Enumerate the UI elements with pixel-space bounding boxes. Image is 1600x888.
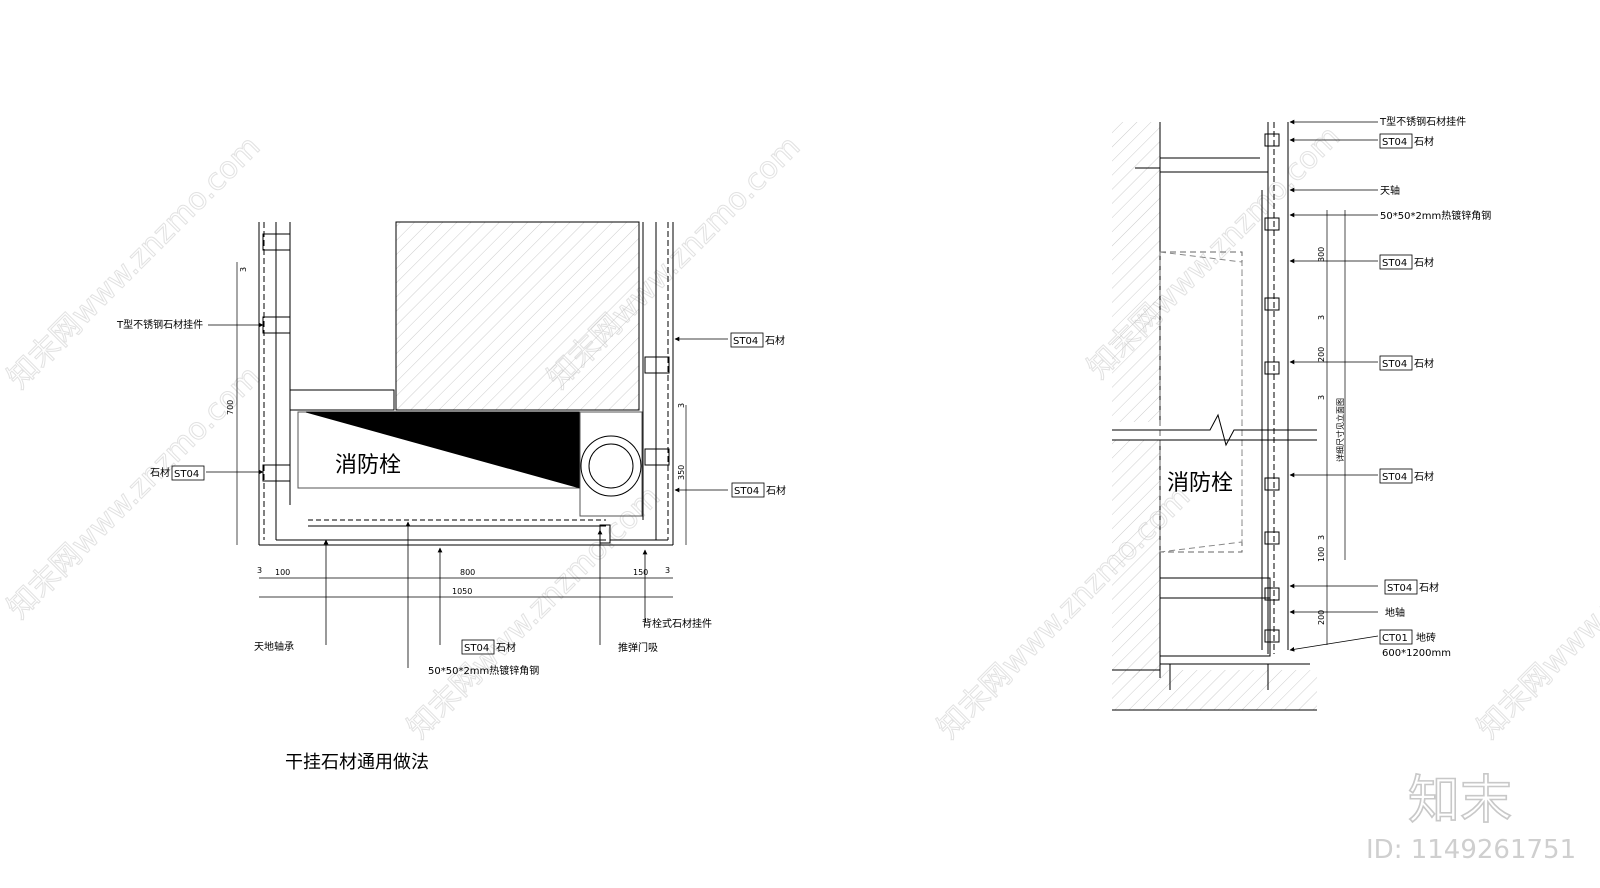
label-stone-r1: 石材 <box>765 334 785 347</box>
sdim-300: 300 <box>1317 247 1326 262</box>
s-tag-box-5 <box>1384 579 1418 595</box>
watermark-3: 知末网www.znzmo.com <box>1 359 267 625</box>
tag-st04-r1: ST04 <box>733 336 758 347</box>
watermark-layer: 知末网www.znzmo.com 知末网www.znzmo.com 知末网www… <box>0 119 1600 746</box>
sdim-3b: 3 <box>1317 395 1326 400</box>
label-stone-r2: 石材 <box>766 484 786 497</box>
tag-box-r1 <box>730 332 764 348</box>
plan-leaders <box>206 322 728 668</box>
s-tag-ct01: CT01 <box>1382 633 1408 644</box>
brand-block: 知末 ID: 1149261751 <box>1366 770 1576 865</box>
dim-700: 700 <box>226 400 235 415</box>
sdim-200: 200 <box>1317 347 1326 362</box>
dim-b100: 100 <box>275 568 290 577</box>
label-stone-left: 石材 <box>150 466 170 479</box>
dim-350: 350 <box>677 465 686 480</box>
dim-b3r: 3 <box>665 566 670 575</box>
s-label-stone-4: 石材 <box>1414 470 1434 483</box>
section-dimensions <box>1326 210 1346 645</box>
s-tag-st04-3: ST04 <box>1382 359 1407 370</box>
s-tag-box-3 <box>1379 355 1413 371</box>
tag-st04-bottom: ST04 <box>464 643 489 654</box>
see-elevation-note: 详细尺寸见立面图 <box>1335 398 1345 462</box>
label-t-clip: T型不锈钢石材挂件 <box>116 318 203 331</box>
brand-logo: 知末 <box>1408 771 1512 831</box>
sdim-100: 100 <box>1317 547 1326 562</box>
wall-hatch-block <box>395 221 640 411</box>
watermark-1: 知末网www.znzmo.com <box>1 129 267 395</box>
section-leaders <box>1289 119 1379 652</box>
label-door-stopper: 推弹门吸 <box>618 641 658 654</box>
watermark-7: 知末网www.znzmo.com <box>1471 479 1600 745</box>
section-wall-hatch-top <box>1112 122 1160 422</box>
plan-dimensions <box>236 262 687 598</box>
sdim-200b: 200 <box>1317 610 1326 625</box>
plan-title: 干挂石材通用做法 <box>285 752 429 773</box>
section-detail <box>1112 122 1317 711</box>
dim-b800: 800 <box>460 568 475 577</box>
s-tag-st04-5: ST04 <box>1387 583 1412 594</box>
dim-b150: 150 <box>633 568 648 577</box>
sdim-3a: 3 <box>1317 315 1326 320</box>
dim-b1050: 1050 <box>452 587 472 596</box>
plan-detail <box>258 221 674 546</box>
tag-st04-r2: ST04 <box>734 486 759 497</box>
s-label-t-clip: T型不锈钢石材挂件 <box>1379 115 1466 128</box>
dim-3b: 3 <box>677 403 686 408</box>
dim-b3l: 3 <box>257 566 262 575</box>
s-tag-st04-2: ST04 <box>1382 258 1407 269</box>
section-wall-hatch-bottom <box>1112 440 1160 678</box>
s-label-angle-steel: 50*50*2mm热镀锌角钢 <box>1380 209 1491 222</box>
brand-id: ID: 1149261751 <box>1366 835 1576 865</box>
s-tag-box-1 <box>1379 133 1413 149</box>
s-label-tile-size: 600*1200mm <box>1382 648 1451 659</box>
sdim-3c: 3 <box>1317 535 1326 540</box>
tag-box-r2 <box>731 482 765 498</box>
s-tag-box-4 <box>1379 468 1413 484</box>
s-label-floor-axis: 地轴 <box>1385 606 1405 619</box>
dim-3a: 3 <box>239 267 248 272</box>
tag-box-left <box>171 465 205 481</box>
watermark-4: 知末网www.znzmo.com <box>401 479 667 745</box>
section-slab-hatch <box>1112 670 1317 710</box>
s-tag-st04-4: ST04 <box>1382 472 1407 483</box>
section-dim-text: 300 3 200 3 3 100 200 详细尺寸见立面图 <box>1317 247 1345 625</box>
s-label-stone-2: 石材 <box>1414 256 1434 269</box>
s-tag-box-2 <box>1379 254 1413 270</box>
s-label-stone-1: 石材 <box>1414 135 1434 148</box>
s-label-ceiling-axis: 天轴 <box>1380 184 1400 197</box>
plan-labels: T型不锈钢石材挂件 石材 ST04 ST04 石材 ST04 石材 天地轴承 S… <box>116 318 786 773</box>
s-tag-box-ct <box>1379 629 1413 645</box>
tag-box-bottom <box>461 639 495 655</box>
section-labels: T型不锈钢石材挂件 ST04 石材 天轴 50*50*2mm热镀锌角钢 ST04… <box>1167 115 1491 659</box>
s-tag-st04-1: ST04 <box>1382 137 1407 148</box>
plan-hydrant-label: 消防栓 <box>335 453 401 478</box>
s-label-tile: 地砖 <box>1416 631 1436 644</box>
section-hydrant-label: 消防栓 <box>1167 471 1233 496</box>
s-label-stone-5: 石材 <box>1419 581 1439 594</box>
label-angle-steel: 50*50*2mm热镀锌角钢 <box>428 664 539 677</box>
tag-st04-left: ST04 <box>174 469 199 480</box>
s-label-stone-3: 石材 <box>1414 357 1434 370</box>
label-pivot: 天地轴承 <box>254 640 294 653</box>
label-stone-bottom: 石材 <box>496 641 516 654</box>
label-back-bolt: 背栓式石材挂件 <box>642 617 712 630</box>
plan-dim-text: 3 700 3 350 3 100 800 150 3 1050 <box>226 267 686 596</box>
